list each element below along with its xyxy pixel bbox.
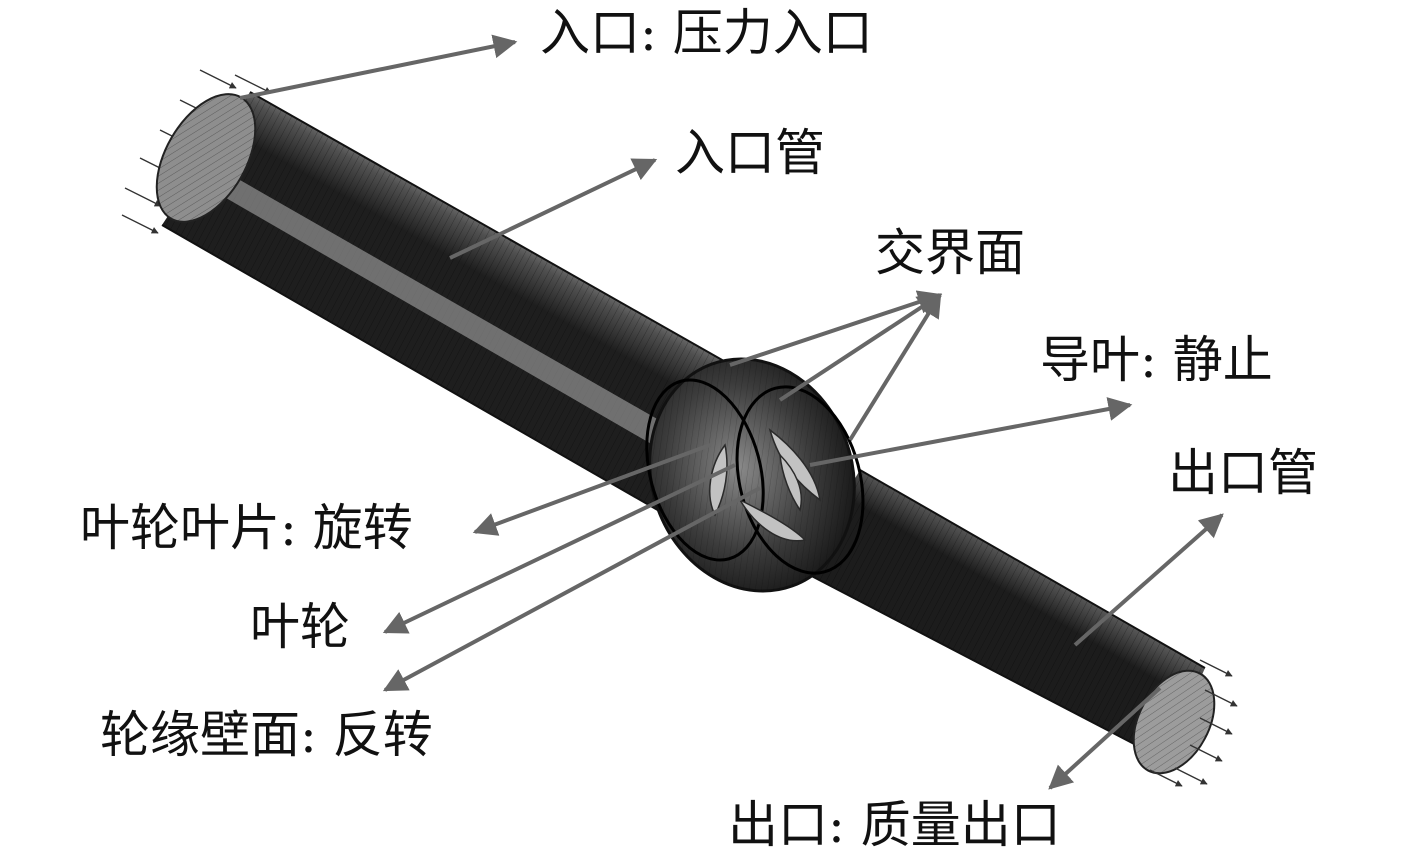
arrow-inlet — [239, 34, 518, 100]
inlet-pipe — [161, 91, 776, 521]
label-impeller-blade: 叶轮叶片: 旋转 — [80, 499, 413, 557]
arrow-interface-3 — [848, 292, 942, 442]
arrow-impeller-blade — [472, 443, 711, 536]
label-rim-wall: 轮缘壁面: 反转 — [100, 706, 433, 764]
arrow-outlet — [1048, 686, 1162, 790]
arrow-guide-vane — [809, 397, 1133, 467]
label-guide-vane: 导叶: 静止 — [1040, 331, 1273, 389]
arrow-interface-2 — [778, 293, 943, 402]
pump-hub — [645, 357, 865, 593]
outlet-pipe — [799, 469, 1206, 761]
label-inlet: 入口: 压力入口 — [540, 4, 873, 62]
arrow-impeller — [382, 463, 736, 634]
label-inlet-pipe: 入口管 — [675, 124, 825, 182]
inlet-end-cap — [155, 93, 257, 223]
label-interface: 交界面 — [875, 224, 1025, 282]
label-outlet-pipe: 出口管 — [1168, 444, 1318, 502]
arrow-inlet-pipe — [449, 158, 658, 260]
arrow-interface-1 — [729, 290, 943, 367]
leader-arrows — [239, 34, 1224, 790]
label-outlet: 出口: 质量出口 — [728, 796, 1061, 854]
outlet-flow-arrows — [1149, 659, 1238, 787]
label-impeller: 叶轮 — [250, 598, 350, 656]
arrow-outlet-pipe — [1073, 513, 1224, 647]
impeller-blades — [709, 428, 822, 542]
arrow-rim-wall — [382, 486, 761, 692]
